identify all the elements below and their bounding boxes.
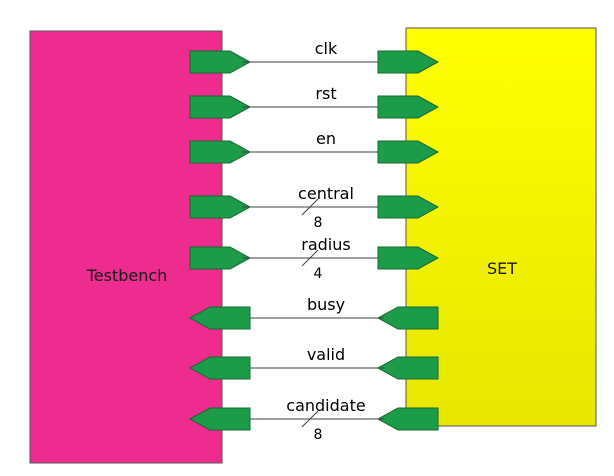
bus-width-candidate: 8 [314, 427, 323, 443]
port-out-en [189, 140, 252, 164]
port-out-radius [189, 246, 252, 270]
set-label: SET [487, 259, 517, 278]
signal-label-candidate: candidate [286, 396, 365, 415]
signal-valid: valid [188, 345, 439, 380]
signal-label-clk: clk [315, 39, 338, 58]
bus-slash-central [301, 198, 319, 216]
signal-group: clk rst en central 8 radius 4 busy valid candidat… [188, 39, 440, 443]
bus-slash-candidate [301, 410, 319, 428]
bus-width-radius: 4 [314, 266, 323, 282]
port-out-rst [189, 95, 252, 119]
port-out-central [189, 195, 252, 219]
signal-label-valid: valid [307, 345, 345, 364]
port-in-clk [377, 50, 440, 74]
signal-en: en [189, 129, 440, 164]
port-out-valid [376, 356, 439, 380]
signal-radius: radius 4 [189, 235, 440, 282]
signal-label-en: en [316, 129, 336, 148]
signal-candidate: candidate 8 [188, 396, 439, 443]
testbench-label: Testbench [86, 266, 168, 285]
signal-central: central 8 [189, 184, 440, 231]
port-out-candidate [376, 407, 439, 431]
signal-clk: clk [189, 39, 440, 74]
signal-label-radius: radius [301, 235, 350, 254]
signal-label-busy: busy [307, 295, 345, 314]
signal-label-rst: rst [315, 84, 336, 103]
port-in-rst [377, 95, 440, 119]
port-in-radius [377, 246, 440, 270]
signal-busy: busy [188, 295, 439, 330]
bus-slash-radius [301, 249, 319, 267]
bus-width-central: 8 [314, 215, 323, 231]
signal-rst: rst [189, 84, 440, 119]
port-in-en [377, 140, 440, 164]
port-in-central [377, 195, 440, 219]
port-out-clk [189, 50, 252, 74]
port-out-busy [376, 306, 439, 330]
signal-label-central: central [298, 184, 354, 203]
